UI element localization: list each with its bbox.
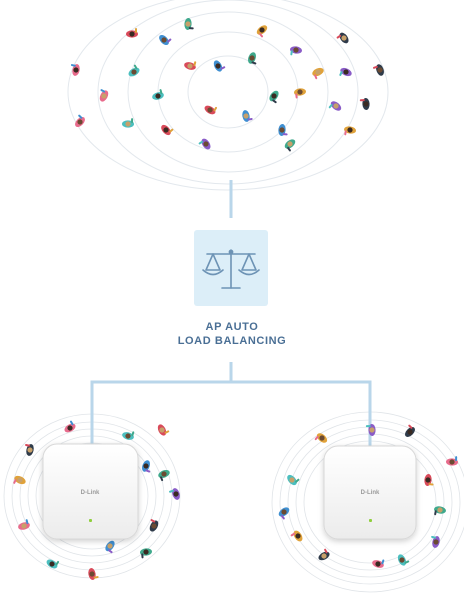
person-icon: [64, 420, 76, 433]
person-icon: [13, 475, 26, 485]
feature-caption: AP AUTO LOAD BALANCING: [132, 320, 332, 348]
person-icon: [122, 431, 135, 440]
person-icon: [434, 506, 446, 516]
connector-lines: [90, 180, 372, 446]
person-icon: [314, 433, 328, 443]
person-icon: [184, 61, 197, 70]
person-icon: [290, 46, 302, 56]
person-icon: [25, 443, 34, 456]
person-icon: [99, 89, 109, 102]
person-icon: [365, 424, 376, 436]
ap-left-led: [89, 519, 92, 522]
person-icon: [159, 34, 172, 46]
person-icon: [269, 90, 279, 104]
person-icon: [318, 548, 330, 561]
person-icon: [312, 67, 324, 80]
person-icon: [70, 64, 80, 76]
person-icon: [88, 568, 99, 580]
load-balancing-feature-box: [194, 230, 268, 306]
balance-scale-icon: [202, 249, 260, 289]
person-icon: [294, 88, 306, 99]
person-icon: [75, 114, 85, 127]
person-icon: [284, 139, 296, 152]
person-icon: [184, 18, 194, 30]
access-point-left: [42, 443, 139, 540]
person-icon: [446, 456, 458, 466]
person-icon: [431, 535, 440, 548]
person-icon: [405, 424, 415, 437]
caption-line-1: AP AUTO: [205, 321, 259, 333]
person-icon: [204, 105, 218, 115]
person-icon: [287, 474, 300, 486]
person-icon: [18, 519, 30, 530]
ap-left-brand: D-Link: [81, 490, 100, 496]
person-icon: [46, 559, 60, 569]
person-icon: [157, 424, 170, 436]
person-icon: [339, 67, 352, 77]
ap-right-led: [369, 519, 372, 522]
person-icon: [152, 89, 164, 100]
person-icon: [372, 64, 384, 76]
person-icon: [161, 124, 174, 136]
access-point-right: [323, 445, 417, 540]
person-icon: [344, 126, 356, 136]
person-icon: [128, 64, 140, 77]
person-icon: [122, 118, 134, 128]
person-icon: [169, 488, 180, 500]
person-icon: [336, 32, 349, 44]
people-icons: [13, 18, 458, 580]
person-icon: [278, 507, 290, 520]
person-icon: [424, 474, 434, 486]
person-icon: [105, 540, 115, 554]
person-icon: [126, 28, 138, 38]
person-icon: [290, 530, 303, 542]
person-icon: [140, 548, 152, 559]
person-icon: [248, 52, 257, 65]
person-icon: [359, 98, 370, 110]
person-icon: [372, 559, 385, 568]
person-icon: [142, 460, 151, 473]
caption-line-2: LOAD BALANCING: [177, 335, 287, 347]
person-icon: [256, 25, 268, 38]
person-icon: [242, 110, 253, 122]
person-icon: [149, 519, 159, 532]
person-icon: [278, 124, 288, 136]
person-icon: [213, 60, 226, 72]
person-icon: [328, 101, 342, 111]
top-signal-rings: [67, 0, 389, 191]
person-icon: [397, 554, 410, 566]
person-icon: [158, 469, 170, 482]
ap-right-brand: D-Link: [361, 490, 380, 496]
person-icon: [198, 138, 211, 150]
